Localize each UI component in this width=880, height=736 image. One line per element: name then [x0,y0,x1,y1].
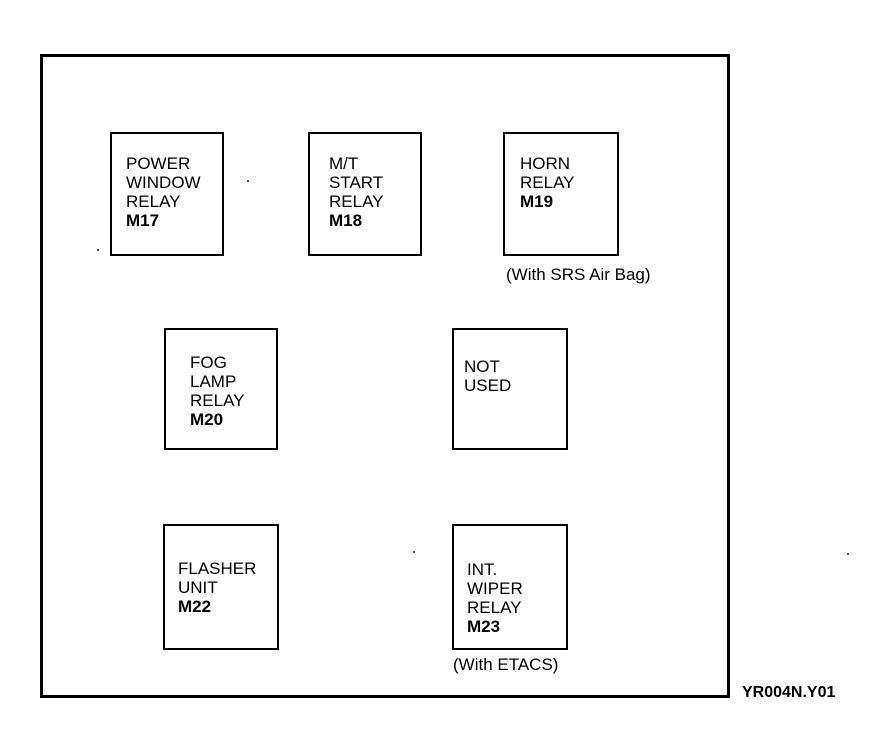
relay-not-used-label: NOT USED [464,357,511,395]
relay-fog-lamp [164,328,278,450]
relay-int-wiper-code: M23 [467,617,501,636]
scan-speck [97,249,99,251]
relay-not-used-line-2: USED [464,376,512,395]
relay-int-wiper-line-2: WIPER [467,579,523,598]
relay-flasher [163,524,279,650]
relay-box-outline [40,54,730,698]
relay-power-window-code: M17 [126,211,160,230]
relay-not-used [452,328,568,450]
relay-horn-line-1: HORN [520,154,571,173]
relay-mt-start [308,132,422,256]
relay-fog-lamp-code: M20 [190,410,224,429]
relay-horn-note: (With SRS Air Bag) [506,265,651,284]
relay-mt-start-label: M/T START RELAY M18 [329,154,384,230]
relay-flasher-line-1: FLASHER [178,559,257,578]
relay-int-wiper-note: (With ETACS) [453,655,559,674]
relay-int-wiper-label: INT. WIPER RELAY M23 [467,560,523,636]
relay-horn [503,132,619,256]
relay-mt-start-code: M18 [329,211,363,230]
relay-int-wiper-line-1: INT. [467,560,498,579]
relay-fog-lamp-line-1: FOG [190,353,227,372]
relay-int-wiper [452,524,568,650]
relay-horn-label: HORN RELAY M19 [520,154,575,211]
relay-fog-lamp-label: FOG LAMP RELAY M20 [190,353,245,429]
scan-speck [847,553,849,555]
relay-mt-start-line-1: M/T [329,154,359,173]
relay-power-window-line-3: RELAY [126,192,181,211]
scan-speck [413,551,415,553]
relay-mt-start-line-3: RELAY [329,192,384,211]
relay-fog-lamp-line-3: RELAY [190,391,245,410]
relay-power-window-line-2: WINDOW [126,173,201,192]
scan-speck [247,180,249,182]
relay-int-wiper-line-3: RELAY [467,598,522,617]
relay-not-used-line-1: NOT [464,357,500,376]
relay-horn-line-2: RELAY [520,173,575,192]
relay-flasher-code: M22 [178,597,212,616]
relay-power-window-label: POWER WINDOW RELAY M17 [126,154,201,230]
relay-flasher-label: FLASHER UNIT M22 [178,559,256,616]
relay-power-window [110,132,224,256]
figure-id: YR004N.Y01 [742,684,836,701]
relay-fog-lamp-line-2: LAMP [190,372,237,391]
relay-mt-start-line-2: START [329,173,384,192]
relay-power-window-line-1: POWER [126,154,191,173]
relay-flasher-line-2: UNIT [178,578,218,597]
relay-horn-code: M19 [520,192,554,211]
